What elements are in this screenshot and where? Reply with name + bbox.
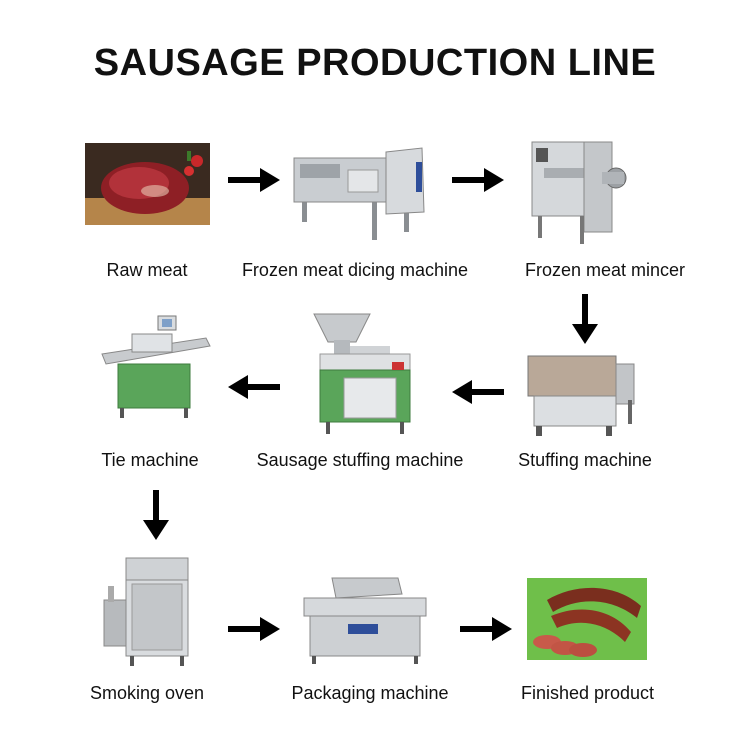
stuffing-mixer-image	[524, 352, 639, 438]
arrow-down-icon	[572, 294, 598, 344]
step-label-smoking-oven: Smoking oven	[89, 683, 205, 703]
finished-product-image	[527, 578, 647, 660]
mincer-image	[524, 140, 634, 248]
step-label-dicing-machine: Frozen meat dicing machine	[241, 260, 469, 280]
arrow-right-icon	[452, 168, 504, 192]
dicing-machine-image	[292, 142, 430, 244]
packaging-machine-image	[302, 574, 428, 666]
sausage-stuffer-image	[312, 312, 412, 437]
step-label-stuffing-machine: Stuffing machine	[518, 450, 652, 470]
step-label-mincer: Frozen meat mincer	[524, 260, 686, 280]
step-label-tie-machine: Tie machine	[101, 450, 199, 470]
smoking-oven-image	[102, 556, 194, 668]
arrow-left-icon	[452, 380, 504, 404]
arrow-down-icon	[143, 490, 169, 540]
step-label-packaging-machine: Packaging machine	[291, 683, 449, 703]
diagram-title: SAUSAGE PRODUCTION LINE	[93, 42, 657, 84]
step-label-finished-product: Finished product	[520, 683, 655, 703]
raw-meat-image	[85, 143, 210, 225]
step-label-raw-meat: Raw meat	[106, 260, 188, 280]
arrow-right-icon	[228, 617, 280, 641]
tie-machine-image	[98, 310, 213, 422]
step-label-sausage-stuffer: Sausage stuffing machine	[256, 450, 464, 470]
arrow-left-icon	[228, 375, 280, 399]
arrow-right-icon	[228, 168, 280, 192]
arrow-right-icon	[460, 617, 512, 641]
